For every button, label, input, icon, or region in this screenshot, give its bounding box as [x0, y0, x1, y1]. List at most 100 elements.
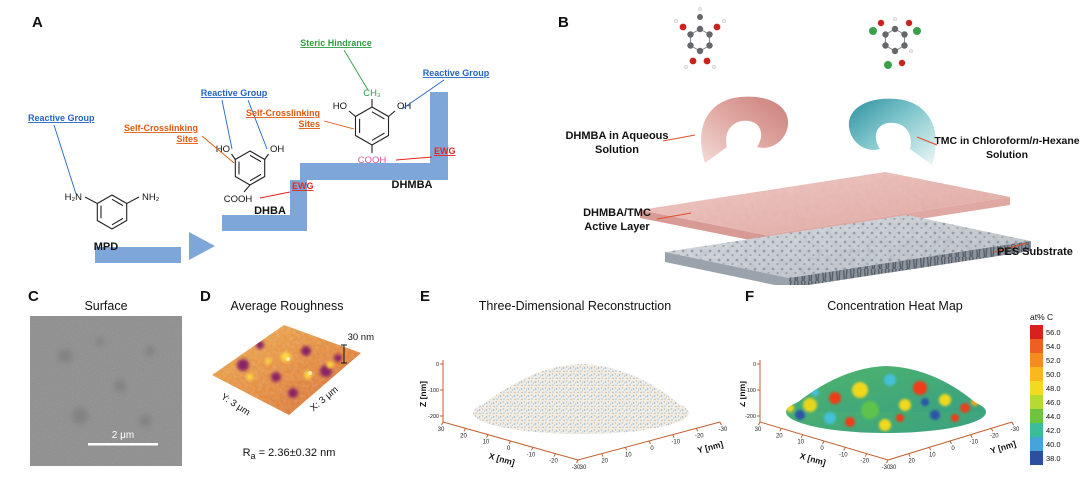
colorbar-title: at% C [1030, 312, 1054, 322]
svg-text:-200: -200 [745, 414, 756, 420]
svg-text:0: 0 [436, 362, 439, 368]
organic-label-line2: Solution [986, 149, 1028, 161]
svg-text:10: 10 [625, 452, 632, 458]
colorbar-swatch [1030, 353, 1043, 367]
colorbar-swatch [1030, 339, 1043, 353]
tmc-3d-molecule [869, 16, 921, 69]
mpd-amine-left: H₂N [65, 192, 83, 203]
active-layer-label-line2: Active Layer [584, 221, 650, 233]
apt-reconstruction-dome [473, 364, 689, 434]
svg-text:-100: -100 [428, 388, 439, 394]
svg-text:0: 0 [507, 446, 511, 452]
svg-text:10: 10 [483, 440, 490, 446]
active-layer-label-line1: DHMBA/TMC [583, 207, 651, 219]
panel-label-e: E [420, 288, 431, 305]
y-axis-label-f: Y [nm] [989, 438, 1017, 455]
svg-text:30: 30 [890, 465, 897, 471]
dhmba-cooh: COOH [358, 155, 387, 166]
panel-c-title: Surface [84, 299, 128, 313]
dhba-cooh: COOH [224, 194, 253, 205]
x-axis-label-f: X [nm] [799, 451, 827, 468]
dhba-oh: OH [270, 144, 284, 155]
colorbar-label: 38.0 [1046, 453, 1061, 463]
molecule-mpd [84, 194, 140, 230]
dhmba-steric-label: Steric Hindrance [300, 38, 372, 48]
panel-label-f: F [745, 288, 755, 305]
roughness-value: Ra = 2.36±0.32 nm [242, 447, 336, 462]
panel-label-b: B [558, 14, 569, 31]
z-axis-label-f: Z [nm] [740, 381, 747, 407]
dhmba-ewg-label: EWG [434, 146, 456, 156]
stair-arrow-shapes [95, 92, 448, 263]
scale-bar-label: 2 μm [112, 430, 134, 441]
dhba-crosslink-label-1: Self-Crosslinking [124, 123, 198, 133]
dhmba-reactive-group-label: Reactive Group [423, 68, 490, 78]
afm-highlights [286, 357, 312, 375]
colorbar-label: 44.0 [1046, 411, 1061, 421]
x-tick-labels-f: 30 20 10 0 -10 -20 -30 [755, 427, 891, 471]
apt-reconstruction-plot: 30 20 10 0 -10 -20 -30 30 20 10 0 -10 -2… [418, 360, 728, 471]
colorbar-label: 42.0 [1046, 425, 1061, 435]
colorbar-swatch [1030, 325, 1043, 339]
x-axis-label-e: X [nm] [488, 451, 516, 468]
svg-text:0: 0 [753, 362, 756, 368]
svg-text:-20: -20 [695, 433, 704, 439]
z-scale-bar [341, 344, 347, 364]
colorbar-swatch [1030, 437, 1043, 451]
colorbar-label: 54.0 [1046, 341, 1061, 351]
z-scale-label: 30 nm [348, 332, 374, 343]
panel-b-membrane-schematic: DHMBA in Aqueous Solution TMC in Chlorof… [565, 7, 1080, 285]
y-tick-labels-f: 30 20 10 0 -10 -20 -30 [890, 427, 1020, 471]
dhba-ewg-pointer [259, 191, 291, 199]
panel-label-d: D [200, 288, 211, 305]
axes-f [757, 360, 1014, 464]
panel-label-c: C [28, 288, 39, 305]
svg-text:-30: -30 [719, 427, 728, 433]
axes-e [440, 360, 722, 464]
svg-text:-10: -10 [969, 440, 978, 446]
colorbar: at% C 56.0 54.0 52.0 50.0 48.0 46.0 44.0… [1030, 312, 1061, 465]
dhba-crosslink-label-2: Sites [176, 134, 198, 144]
afm-peaks [246, 352, 334, 381]
dhba-name: DHBA [254, 205, 286, 217]
scale-bar [88, 443, 158, 446]
panel-e-title: Three-Dimensional Reconstruction [478, 299, 672, 313]
dhba-reactive-pointer-1 [221, 99, 233, 150]
colorbar-label: 50.0 [1046, 369, 1061, 379]
heatmap-plot: 30 20 10 0 -10 -20 -30 30 20 10 0 -10 -2… [740, 360, 1020, 471]
dhmba-crosslink-label-1: Self-Crosslinking [246, 108, 320, 118]
svg-text:30: 30 [755, 427, 762, 433]
aqueous-solution-roll [701, 96, 789, 163]
mpd-name: MPD [94, 241, 119, 253]
aqueous-label-line1: DHMBA in Aqueous [565, 130, 668, 142]
colorbar-label: 46.0 [1046, 397, 1061, 407]
mpd-amine-right: NH₂ [142, 192, 160, 203]
svg-text:-20: -20 [990, 433, 999, 439]
svg-text:-30: -30 [1011, 427, 1020, 433]
svg-text:-10: -10 [527, 452, 536, 458]
colorbar-swatch [1030, 451, 1043, 465]
dhmba-name: DHMBA [392, 179, 433, 191]
dhmba-ch3: CH₃ [363, 88, 381, 99]
svg-text:-200: -200 [428, 414, 439, 420]
svg-text:0: 0 [650, 446, 654, 452]
panel-f-title: Concentration Heat Map [827, 299, 963, 313]
colorbar-label: 40.0 [1046, 439, 1061, 449]
dhmba-steric-pointer [343, 49, 369, 91]
svg-text:20: 20 [908, 459, 915, 465]
molecule-dhmba [348, 99, 396, 153]
dhmba-crosslink-pointer [323, 120, 355, 130]
panel-label-a: A [32, 14, 43, 31]
svg-text:-30: -30 [882, 465, 891, 471]
z-axis-label-e: Z [nm] [418, 381, 428, 407]
dhmba-oh: OH [397, 101, 411, 112]
molecule-dhba [231, 150, 269, 193]
svg-text:-20: -20 [549, 459, 558, 465]
svg-text:-30: -30 [572, 465, 581, 471]
dhmba-ho: HO [333, 101, 347, 112]
colorbar-label: 52.0 [1046, 355, 1061, 365]
svg-text:-10: -10 [671, 440, 680, 446]
svg-text:20: 20 [460, 433, 467, 439]
svg-text:-100: -100 [745, 388, 756, 394]
sem-dark-spots [58, 337, 155, 427]
